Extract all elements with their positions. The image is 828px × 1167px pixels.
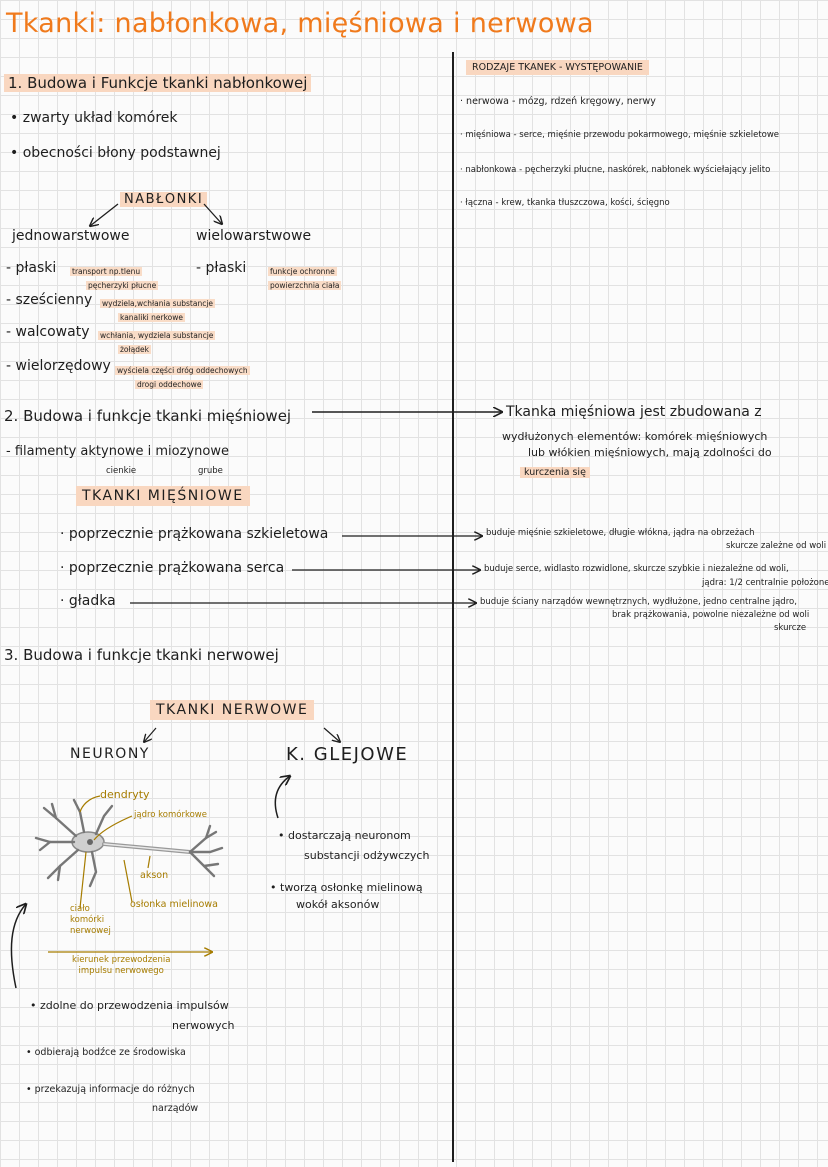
label-jadro: jądro komórkowe xyxy=(134,810,207,820)
neuron-drawing xyxy=(34,798,224,888)
occurrence-nablonkowa: · nabłonkowa - pęcherzyki płucne, naskór… xyxy=(460,165,771,175)
epithelium-note-wielorzedowy: wyściela części dróg oddechowych drogi o… xyxy=(115,366,250,389)
thick-label: grube xyxy=(198,466,223,476)
s1-bullet-1: • zwarty układ komórek xyxy=(10,110,178,126)
tissue-occurrence-heading: RODZAJE TKANEK - WYSTĘPOWANIE xyxy=(466,60,649,75)
muscle-text-line-4: kurczenia się xyxy=(520,467,590,478)
glial-cells-label: K. GLEJOWE xyxy=(286,744,409,765)
arrow-to-glejowe xyxy=(323,727,340,742)
occurrence-laczna: · łączna - krew, tkanka tłuszczowa, kośc… xyxy=(460,198,670,208)
neurons-label: NEURONY xyxy=(70,746,150,762)
muscle-text-line-3: lub włókien mięśniowych, mają zdolności … xyxy=(528,446,772,459)
arrow-to-neurony xyxy=(144,727,157,742)
label-kierunek: kierunek przewodzenia impulsu nerwowego xyxy=(72,955,171,976)
wielowarstwowe-label: wielowarstwowe xyxy=(196,228,312,244)
page-title: Tkanki: nabłonkowa, mięśniowa i nerwowa xyxy=(6,8,594,39)
muscle-text-line-1: Tkanka mięśniowa jest zbudowana z xyxy=(506,404,762,420)
stratified-type-plaski: - płaski xyxy=(196,260,247,276)
curved-arrow-glial xyxy=(274,776,290,819)
muscle-type-skeletal: · poprzecznie prążkowana szkieletowa xyxy=(60,526,329,542)
label-cialo: ciało komórki nerwowej xyxy=(70,904,111,936)
muscle-type-cardiac: · poprzecznie prążkowana serca xyxy=(60,560,285,576)
neuron-bullet-1: • zdolne do przewodzenia impulsów nerwow… xyxy=(30,999,235,1032)
skeletal-desc: buduje mięśnie szkieletowe, długie włókn… xyxy=(486,528,827,551)
cardiac-desc: buduje serce, widlasto rozwidlone, skurc… xyxy=(484,564,828,588)
section-3-heading: 3. Budowa i funkcje tkanki nerwowej xyxy=(4,646,279,664)
section-2-heading: 2. Budowa i funkcje tkanki mięśniowej xyxy=(4,407,292,425)
glial-bullet-1: • dostarczają neuronom substancji odżywc… xyxy=(278,829,430,862)
thin-label: cienkie xyxy=(106,466,137,476)
glial-bullet-2: • tworzą osłonkę mielinową wokół aksonów xyxy=(270,881,423,911)
epithelium-type-plaski: - płaski xyxy=(6,260,57,276)
label-dendryty: dendryty xyxy=(100,788,150,801)
neuron-bullet-2: • odbierają bodźce ze środowiska xyxy=(26,1047,186,1058)
nablonki-label: NABŁONKI xyxy=(120,192,208,207)
epithelium-note-walcowaty: wchłania, wydziela substancje żołądek xyxy=(98,331,216,354)
curved-arrow-neurons xyxy=(10,904,26,989)
occurrence-miesniowa: · mięśniowa - serce, mięśnie przewodu po… xyxy=(460,130,780,140)
epithelium-type-szescienny: - sześcienny xyxy=(6,292,93,308)
section-1-heading: 1. Budowa i Funkcje tkanki nabłonkowej xyxy=(4,74,312,92)
stratified-note-plaski: funkcje ochronne powierzchnia ciała xyxy=(268,267,342,290)
muscle-type-smooth: · gładka xyxy=(60,593,116,609)
epithelium-type-wielorzedowy: - wielorzędowy xyxy=(6,358,111,374)
muscle-tissues-label: TKANKI MIĘŚNIOWE xyxy=(76,486,250,506)
smooth-desc: buduje ściany narządów wewnętrznych, wyd… xyxy=(480,597,810,633)
nervous-tissues-label: TKANKI NERWOWE xyxy=(150,700,315,720)
muscle-text-line-2: wydłużonych elementów: komórek mięśniowy… xyxy=(502,430,768,443)
occurrence-nerwowa: · nerwowa - mózg, rdzeń kręgowy, nerwy xyxy=(460,96,656,107)
label-akson: akson xyxy=(140,870,169,881)
column-divider xyxy=(452,52,454,1162)
filaments-text: - filamenty aktynowe i miozynowe xyxy=(6,444,229,459)
label-oslonka: osłonka mielinowa xyxy=(130,899,218,910)
arrow-to-jednowarstwowe xyxy=(90,203,119,226)
epithelium-type-walcowaty: - walcowaty xyxy=(6,324,90,340)
jednowarstwowe-label: jednowarstwowe xyxy=(12,228,130,244)
epithelium-note-szescienny: wydziela,wchłania substancje kanaliki ne… xyxy=(100,299,216,322)
s1-bullet-2: • obecności błony podstawnej xyxy=(10,145,221,161)
arrow-to-wielowarstwowe xyxy=(203,203,222,224)
neuron-bullet-3: • przekazują informacje do różnych narzą… xyxy=(26,1084,199,1114)
epithelium-note-plaski: transport np.tlenu pęcherzyki płucne xyxy=(70,267,159,290)
neuron-nucleus xyxy=(87,839,93,845)
